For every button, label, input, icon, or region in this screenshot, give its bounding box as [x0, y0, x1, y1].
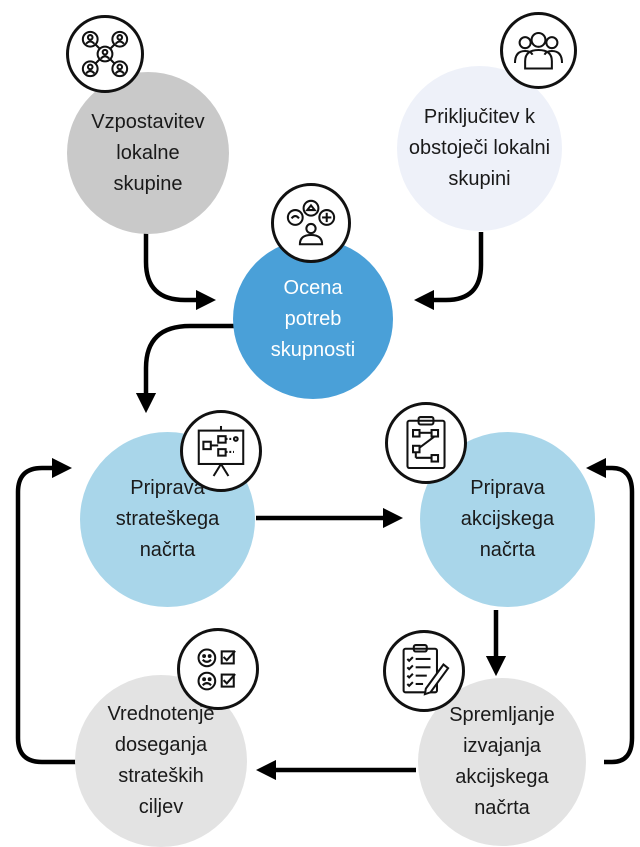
node-action-plan-label: Priprava akcijskega načrta — [460, 477, 555, 561]
node-join-group: Priključitev k obstoječi lokalni skupini — [397, 66, 562, 231]
node-establish-group: Vzpostavitev lokalne skupine — [67, 72, 229, 234]
node-join-group-label: Priključitev k obstoječi lokalni skupini — [408, 106, 551, 190]
arrow-assessment-to-strategic — [135, 323, 236, 414]
arrow-evaluation-loop-to-strategic — [15, 457, 76, 765]
node-monitoring-label: Spremljanje izvajanja akcijskega načrta — [449, 704, 555, 819]
person-options-icon — [271, 183, 351, 263]
arrow-establish-to-assessment — [143, 232, 217, 311]
group-people-icon — [500, 12, 577, 89]
network-people-icon — [66, 15, 144, 93]
flowchart-board-icon — [180, 410, 262, 492]
smiley-checklist-icon — [177, 628, 259, 710]
arrow-join-to-assessment — [413, 232, 484, 311]
node-monitoring: Spremljanje izvajanja akcijskega načrta — [418, 678, 586, 846]
clipboard-flow-icon — [385, 402, 467, 484]
node-strategic-plan-label: Priprava strateškega načrta — [115, 477, 220, 561]
node-needs-assessment: Ocena potreb skupnosti — [233, 239, 393, 399]
node-needs-assessment-label: Ocena potreb skupnosti — [270, 276, 356, 361]
node-establish-group-label: Vzpostavitev lokalne skupine — [91, 110, 205, 195]
node-evaluation-label: Vrednotenje doseganja strateških ciljev — [107, 703, 215, 818]
checklist-pencil-icon — [383, 630, 465, 712]
arrow-monitoring-loop-to-action — [585, 457, 635, 765]
